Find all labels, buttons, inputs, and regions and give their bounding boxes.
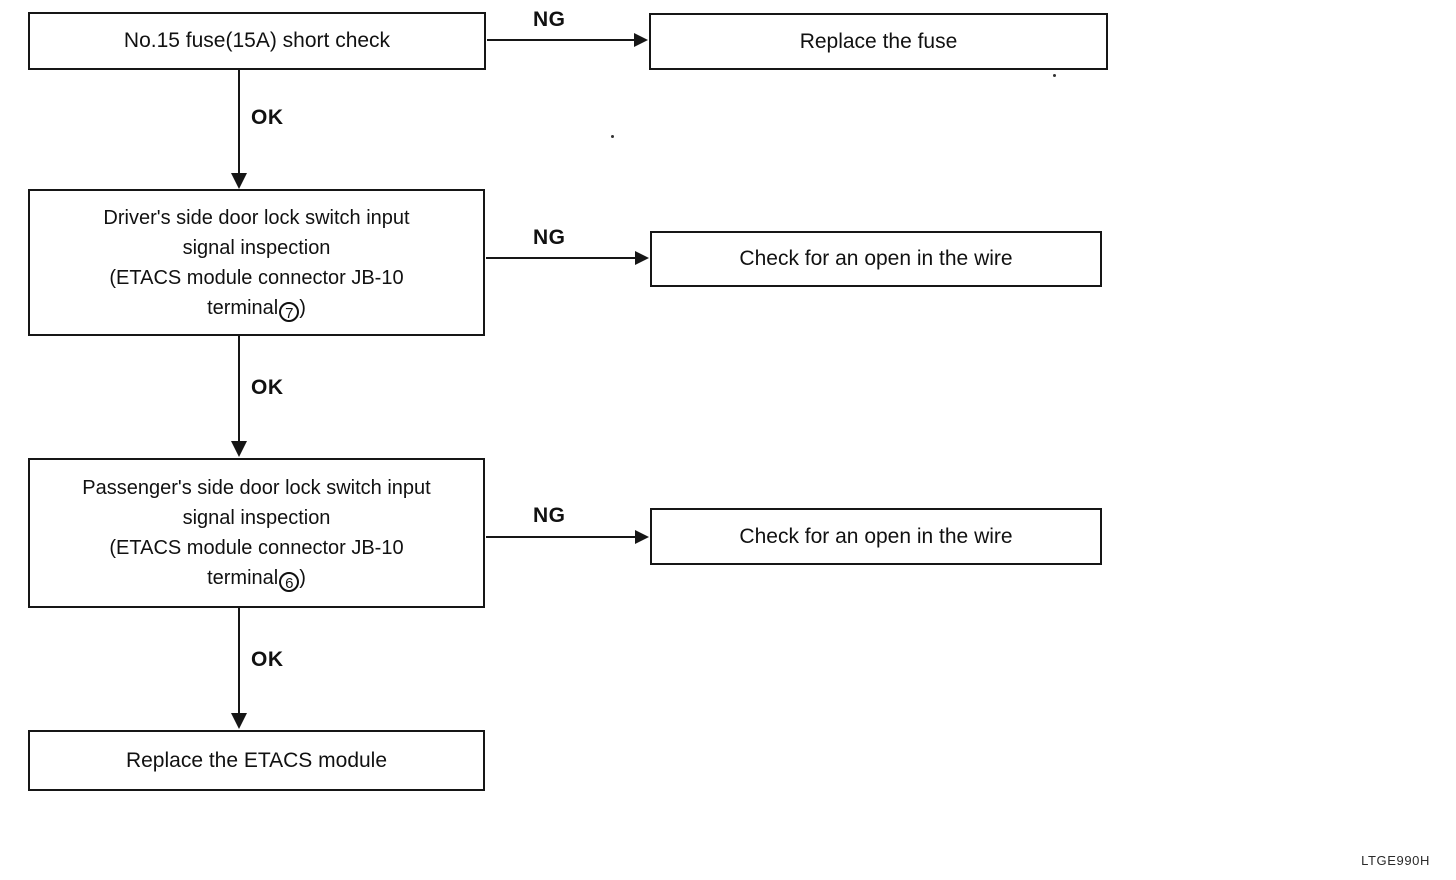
- ok-arrow-3: [231, 608, 247, 729]
- flow-box-check-open-wire-1: Check for an open in the wire: [650, 231, 1102, 287]
- ng-label-2: NG: [533, 226, 566, 249]
- fuse-short-check-label: No.15 fuse(15A) short check: [123, 29, 391, 52]
- driver-inspection-line-3: (ETACS module connector JB-10: [109, 266, 404, 289]
- ok-arrow-1: [231, 70, 247, 189]
- ok-label-3: OK: [251, 648, 284, 671]
- terminal-text: terminal: [207, 567, 279, 589]
- check-open-wire-label-1: Check for an open in the wire: [739, 247, 1013, 270]
- flow-box-passenger-door-lock-inspection: Passenger's side door lock switch input …: [28, 458, 485, 608]
- flow-box-replace-fuse: Replace the fuse: [649, 13, 1108, 70]
- scan-speck: [1053, 74, 1056, 77]
- passenger-inspection-line-1: Passenger's side door lock switch input: [82, 477, 431, 499]
- circled-terminal-number-7: 7: [279, 301, 300, 322]
- ng-label-3: NG: [533, 504, 566, 527]
- terminal-close-paren: ): [299, 296, 306, 319]
- ng-arrow-3: [486, 530, 649, 544]
- scan-speck: [611, 135, 614, 138]
- circled-terminal-number-6: 6: [279, 572, 300, 592]
- ok-label-1: OK: [251, 106, 284, 129]
- terminal-text: terminal: [207, 296, 279, 319]
- ng-label-1: NG: [533, 8, 566, 31]
- replace-etacs-module-label: Replace the ETACS module: [125, 748, 388, 772]
- flow-box-replace-etacs-module: Replace the ETACS module: [28, 730, 485, 791]
- flow-box-fuse-short-check: No.15 fuse(15A) short check: [28, 12, 486, 70]
- ng-arrow-2: [486, 251, 649, 265]
- flow-box-check-open-wire-2: Check for an open in the wire: [650, 508, 1102, 565]
- flow-box-driver-door-lock-inspection: Driver's side door lock switch input sig…: [28, 189, 485, 336]
- terminal-close-paren: ): [299, 567, 306, 589]
- passenger-inspection-line-3: (ETACS module connector JB-10: [109, 537, 404, 559]
- driver-inspection-line-2: signal inspection: [182, 236, 331, 259]
- check-open-wire-label-2: Check for an open in the wire: [739, 524, 1013, 548]
- ok-label-2: OK: [251, 376, 284, 399]
- passenger-inspection-line-2: signal inspection: [182, 507, 331, 529]
- replace-fuse-label: Replace the fuse: [799, 29, 958, 53]
- driver-inspection-line-1: Driver's side door lock switch input: [103, 206, 410, 229]
- ng-arrow-1: [487, 33, 648, 47]
- ok-arrow-2: [231, 336, 247, 457]
- figure-code: LTGE990H: [1361, 853, 1430, 868]
